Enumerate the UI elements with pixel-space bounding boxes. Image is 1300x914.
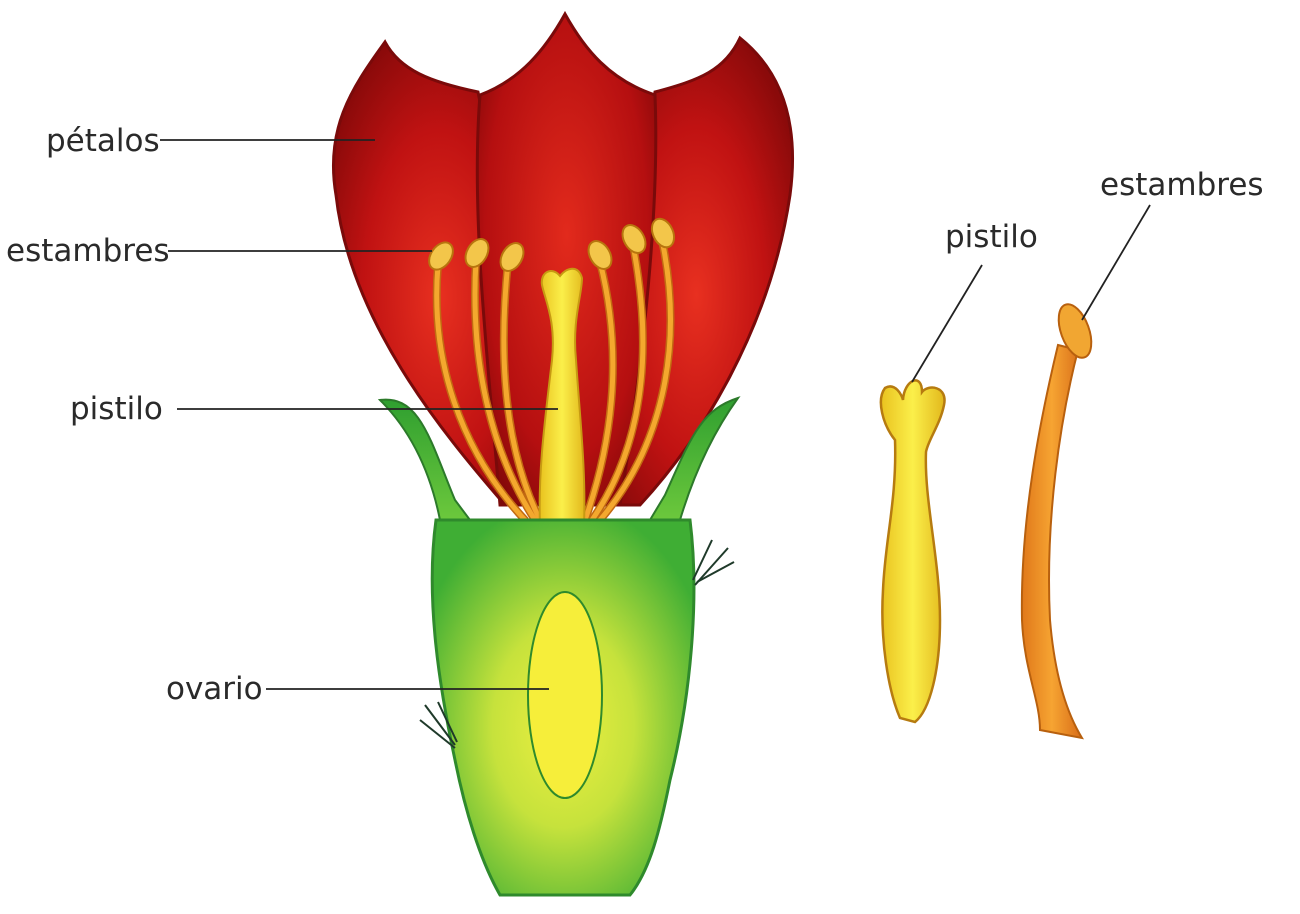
label-stamens: estambres xyxy=(6,233,170,269)
leader-lines xyxy=(160,139,1151,690)
calyx-hairs xyxy=(419,539,735,749)
leader-detail-pistil xyxy=(911,264,983,383)
label-petals: pétalos xyxy=(46,123,160,159)
stamens xyxy=(428,217,676,524)
detail-stamen xyxy=(1020,303,1093,740)
label-pistil: pistilo xyxy=(70,391,163,427)
label-detail-pistil: pistilo xyxy=(945,219,1038,255)
anthers xyxy=(428,217,676,272)
leader-detail-stamen xyxy=(1081,204,1151,321)
label-ovary: ovario xyxy=(166,671,263,707)
ovary xyxy=(527,591,603,799)
detail-stamen-filament xyxy=(1020,343,1085,740)
label-detail-stamen: estambres xyxy=(1100,167,1264,203)
pistil xyxy=(538,267,586,526)
detail-pistil xyxy=(879,379,946,724)
